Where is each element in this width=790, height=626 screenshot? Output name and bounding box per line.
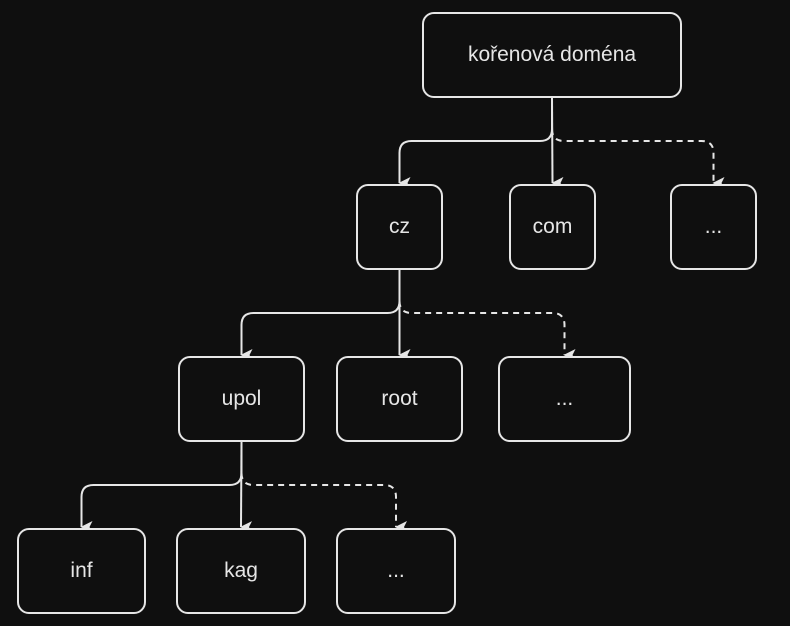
- edge-cz-upol: [240, 270, 401, 361]
- edge-root-tld_more: [551, 128, 725, 189]
- node-label: root: [381, 387, 418, 410]
- node-label: com: [532, 215, 573, 238]
- edge-upol-inf: [80, 442, 243, 533]
- node-tld-more: ...: [670, 184, 757, 270]
- node-com: com: [509, 184, 596, 270]
- node-upol-more: ...: [336, 528, 456, 614]
- node-label: upol: [221, 387, 262, 410]
- node-label: ...: [387, 559, 405, 582]
- edge-root-com: [551, 97, 564, 189]
- edge-upol-upol_more: [240, 472, 407, 533]
- node-upol: upol: [178, 356, 305, 442]
- node-label: ...: [555, 387, 574, 410]
- node-cz: cz: [356, 184, 443, 270]
- node-inf: inf: [17, 528, 146, 614]
- node-root-domain: kořenová doména: [422, 12, 682, 98]
- node-label: ...: [704, 215, 723, 238]
- node-root-cz: root: [336, 356, 463, 442]
- node-cz-more: ...: [498, 356, 631, 442]
- edge-upol-kag: [240, 441, 253, 534]
- node-label: kag: [224, 559, 258, 582]
- node-kag: kag: [176, 528, 306, 614]
- node-label: inf: [70, 559, 93, 582]
- edge-root-cz: [398, 98, 553, 189]
- edge-cz-cz_more: [398, 300, 576, 361]
- node-label: cz: [389, 215, 410, 238]
- node-label: kořenová doména: [467, 43, 637, 66]
